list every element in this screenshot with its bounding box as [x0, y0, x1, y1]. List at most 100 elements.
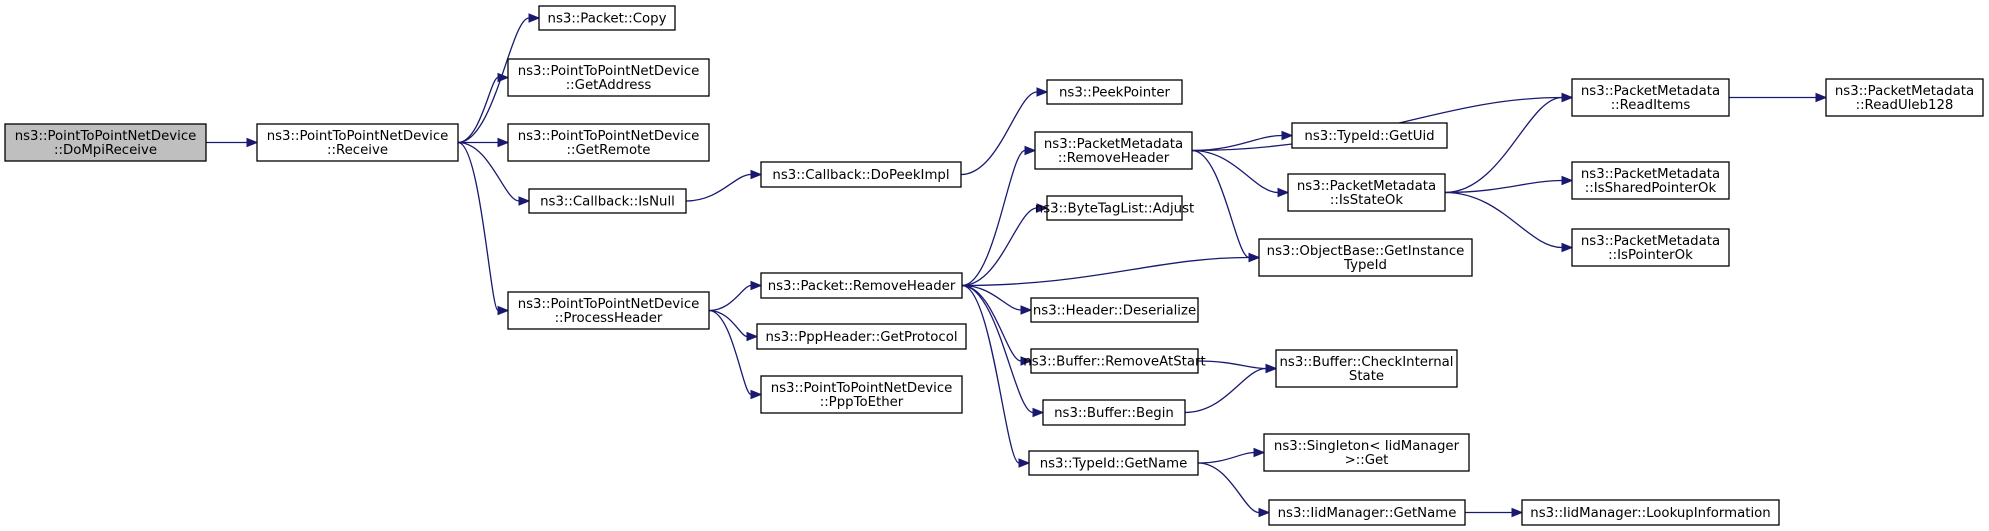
node-pmremhdr[interactable]: ns3::PacketMetadata::RemoveHeader: [1034, 131, 1193, 170]
node-label: ns3::Packet::Copy: [548, 12, 667, 27]
node-singleton[interactable]: ns3::Singleton< IidManager >::Get: [1263, 433, 1470, 472]
node-lookupinfo[interactable]: ns3::IidManager::LookupInformation: [1521, 499, 1780, 526]
edge-pktremhdr-to-pmremhdr: [961, 145, 1037, 287]
edge-recv-to-prochdr: [457, 141, 510, 316]
node-label: ns3::Buffer::RemoveAtStart: [1023, 355, 1205, 370]
node-label: ::IsPointerOk: [1608, 248, 1693, 263]
edge-isstateok-to-issharedok: [1444, 175, 1574, 194]
node-box: [1263, 433, 1470, 472]
node-box: [760, 161, 962, 188]
node-readuleb[interactable]: ns3::PacketMetadata::ReadUleb128: [1825, 78, 1984, 117]
node-getremote[interactable]: ns3::PointToPointNetDevice::GetRemote: [507, 123, 710, 162]
node-recv[interactable]: ns3::PointToPointNetDevice::Receive: [256, 123, 459, 162]
node-readitems[interactable]: ns3::PacketMetadata::ReadItems: [1571, 78, 1730, 117]
edge-readitems-to-readuleb: [1729, 92, 1828, 103]
node-label: ::ReadItems: [1611, 98, 1691, 113]
node-label: ns3::PacketMetadata: [1835, 84, 1974, 99]
node-iidgetname[interactable]: ns3::IidManager::GetName: [1268, 499, 1466, 526]
node-label: ns3::PointToPointNetDevice: [267, 129, 449, 144]
node-tidgetname[interactable]: ns3::TypeId::GetName: [1028, 450, 1199, 476]
node-box: [1571, 228, 1730, 267]
node-label: ::RemoveHeader: [1058, 151, 1170, 166]
node-isstateok[interactable]: ns3::PacketMetadata::IsStateOk: [1287, 173, 1446, 212]
node-label: ::ProcessHeader: [555, 311, 663, 326]
node-label: ::PppToEther: [820, 395, 904, 410]
edge-prochdr-to-getproto: [708, 309, 759, 342]
node-box: [1571, 78, 1730, 117]
node-btladjust[interactable]: ns3::ByteTagList::Adjust: [1035, 195, 1194, 221]
node-box: [1268, 499, 1466, 526]
edge-dopeek-to-peekptr: [960, 87, 1049, 176]
node-label: ns3::PointToPointNetDevice: [518, 64, 700, 79]
edge-iidgetname-to-lookupinfo: [1464, 507, 1524, 518]
node-tidgetuid[interactable]: ns3::TypeId::GetUid: [1291, 122, 1448, 149]
node-label: ns3::IidManager::GetName: [1278, 506, 1457, 521]
node-hdrdeser[interactable]: ns3::Header::Deserialize: [1030, 297, 1199, 323]
edge-pmremhdr-to-getinsttid: [1191, 149, 1261, 263]
edge-prochdr-to-ppptoether: [708, 309, 763, 400]
node-dopeek[interactable]: ns3::Callback::DoPeekImpl: [760, 161, 962, 188]
node-label: ::Receive: [327, 143, 388, 158]
node-box: [507, 123, 710, 162]
node-bufbegin[interactable]: ns3::Buffer::Begin: [1042, 399, 1186, 426]
node-box: [1046, 195, 1183, 221]
node-ppptoether[interactable]: ns3::PointToPointNetDevice::PppToEther: [760, 375, 963, 414]
node-box: [1521, 499, 1780, 526]
node-peekptr[interactable]: ns3::PeekPointer: [1046, 79, 1183, 105]
edge-recv-to-getaddr: [457, 72, 510, 144]
node-box: [756, 323, 967, 350]
node-box: [538, 5, 676, 31]
edge-tidgetname-to-singleton: [1197, 447, 1266, 464]
node-label: ::GetRemote: [567, 143, 651, 158]
node-bufremstart[interactable]: ns3::Buffer::RemoveAtStart: [1023, 348, 1206, 374]
edge-recv-to-isnull: [457, 141, 531, 206]
node-box: [760, 375, 963, 414]
edge-pktremhdr-to-btladjust: [961, 203, 1049, 287]
node-label: ns3::PacketMetadata: [1044, 137, 1183, 152]
edge-pktremhdr-to-bufbegin: [961, 284, 1045, 418]
edge-pktremhdr-to-getinsttid: [961, 252, 1261, 287]
node-label: ns3::ObjectBase::GetInstance: [1267, 244, 1465, 259]
node-label: ::DoMpiReceive: [54, 143, 157, 158]
node-isnull[interactable]: ns3::Callback::IsNull: [528, 188, 687, 214]
node-domp[interactable]: ns3::PointToPointNetDevice::DoMpiReceive: [4, 123, 207, 162]
edge-isnull-to-dopeek: [685, 169, 763, 202]
node-box: [1291, 122, 1448, 149]
node-box: [507, 58, 710, 97]
node-copy[interactable]: ns3::Packet::Copy: [538, 5, 676, 31]
node-box: [1046, 79, 1183, 105]
node-label: ns3::PacketMetadata: [1581, 84, 1720, 99]
node-box: [1030, 348, 1199, 374]
node-label: ::IsSharedPointerOk: [1585, 181, 1717, 196]
node-label: ns3::PeekPointer: [1059, 86, 1171, 101]
node-issharedok[interactable]: ns3::PacketMetadata::IsSharedPointerOk: [1571, 161, 1730, 200]
node-label: ns3::Callback::IsNull: [540, 195, 675, 210]
node-box: [1571, 161, 1730, 200]
node-label: ns3::Singleton< IidManager: [1274, 439, 1460, 454]
node-box: [1825, 78, 1984, 117]
call-edges: [206, 13, 1828, 518]
node-label: >::Get: [1345, 453, 1389, 468]
edge-pmremhdr-to-isstateok: [1191, 149, 1290, 198]
edge-prochdr-to-pktremhdr: [708, 280, 763, 312]
node-label: ns3::ByteTagList::Adjust: [1035, 202, 1194, 217]
node-getproto[interactable]: ns3::PppHeader::GetProtocol: [756, 323, 967, 350]
node-label: ns3::PacketMetadata: [1581, 167, 1720, 182]
node-getaddr[interactable]: ns3::PointToPointNetDevice::GetAddress: [507, 58, 710, 97]
node-label: ns3::Callback::DoPeekImpl: [772, 168, 949, 183]
node-box: [4, 123, 207, 162]
node-pktremhdr[interactable]: ns3::Packet::RemoveHeader: [760, 272, 963, 299]
node-box: [1034, 131, 1193, 170]
call-nodes: ns3::PointToPointNetDevice::DoMpiReceive…: [4, 5, 1984, 526]
edge-tidgetname-to-iidgetname: [1197, 462, 1271, 518]
node-box: [507, 291, 710, 330]
node-box: [1287, 173, 1446, 212]
node-prochdr[interactable]: ns3::PointToPointNetDevice::ProcessHeade…: [507, 291, 710, 330]
node-isptrok[interactable]: ns3::PacketMetadata::IsPointerOk: [1571, 228, 1730, 267]
node-label: ns3::PacketMetadata: [1297, 179, 1436, 194]
node-label: ::ReadUleb128: [1856, 98, 1954, 113]
node-box: [760, 272, 963, 299]
